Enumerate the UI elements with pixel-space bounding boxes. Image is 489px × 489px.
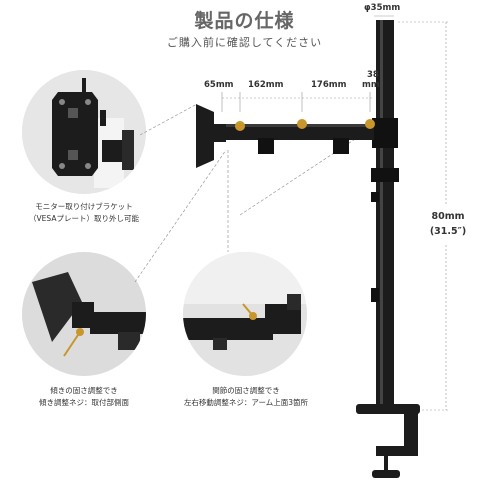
arm-end-label: 38 <box>367 70 379 80</box>
clamp-handle <box>372 470 400 478</box>
joint-caption-line2: 左右移動調整ネジ：アーム上面3箇所 <box>183 398 309 407</box>
arm-end-unit-label: mm <box>362 80 380 90</box>
arm-segment-2-label: 176mm <box>311 80 347 90</box>
joint-caption-line1: 関節の固さ調整でき <box>212 386 280 395</box>
tilt-adjust-detail-image <box>22 252 146 376</box>
vesa-caption-line1: モニター取り付けブラケット <box>35 202 133 211</box>
arm-collar <box>372 118 398 148</box>
arm-clip-2 <box>333 138 349 154</box>
desk-clamp-bottom <box>376 446 418 456</box>
pole-height-inch-label: (31.5″) <box>429 226 467 237</box>
pole-height-mm-label: 80mm <box>431 211 465 222</box>
vesa-plate <box>196 104 214 168</box>
tilt-adjust-illustration <box>22 252 146 376</box>
pole-collar-upper <box>371 168 399 182</box>
tilt-caption-line2: 傾き調整ネジ：取付部側面 <box>39 398 129 407</box>
bracket-offset-label: 65mm <box>204 80 234 90</box>
guide-line-joint-right <box>239 127 373 216</box>
arm-clip-1 <box>258 138 274 154</box>
vesa-plate-illustration <box>22 70 146 194</box>
desk-clamp-side <box>404 412 418 454</box>
vesa-caption-line2: （VESAプレート）取り外し可能 <box>29 214 139 223</box>
guide-line-tilt <box>134 149 227 283</box>
pole-diameter-label: φ35mm <box>364 3 401 13</box>
tilt-caption-line1: 傾きの固さ調整でき <box>50 386 118 395</box>
joint-knob-3 <box>365 119 375 129</box>
pole-collar-lower <box>371 288 379 302</box>
joint-knob-1 <box>235 121 245 131</box>
guide-line-vesa <box>139 103 198 136</box>
desk-clamp-top <box>356 404 420 414</box>
vesa-plate-detail-image <box>22 70 146 194</box>
page-subtitle: ご購入前に確認してください <box>166 36 323 49</box>
page-title: 製品の仕様 <box>194 10 295 32</box>
arm-segment-1-label: 162mm <box>248 80 284 90</box>
clamp-screw <box>384 456 388 472</box>
horizontal-arm <box>224 124 374 140</box>
joint-knob-2 <box>297 119 307 129</box>
